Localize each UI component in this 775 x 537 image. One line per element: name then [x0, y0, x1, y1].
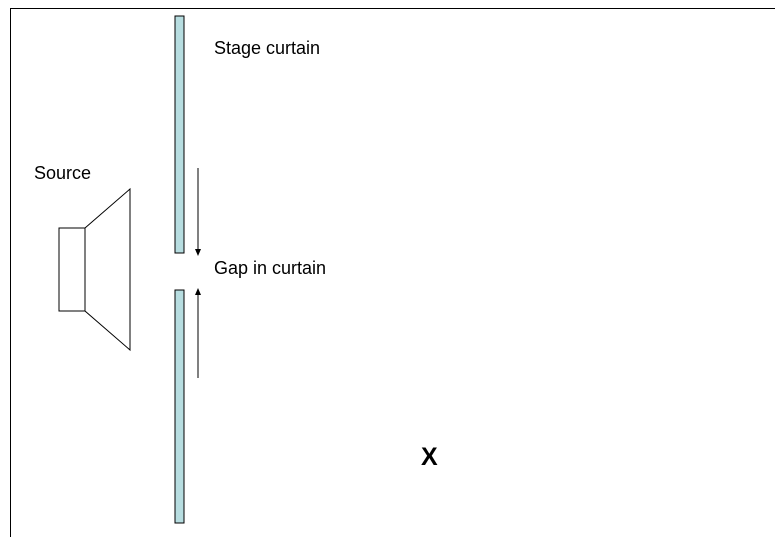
source-label: Source	[34, 163, 92, 183]
stage-curtain-label: Stage curtain	[214, 38, 321, 58]
loudspeaker-icon	[58, 187, 131, 352]
listener-position-marker: X	[421, 443, 438, 471]
gap-in-curtain-label: Gap in curtain	[214, 258, 327, 278]
stage-curtain-lower	[174, 289, 185, 524]
speaker-body	[58, 227, 86, 312]
stage-curtain-upper	[174, 15, 185, 254]
speaker-cone	[84, 187, 131, 352]
